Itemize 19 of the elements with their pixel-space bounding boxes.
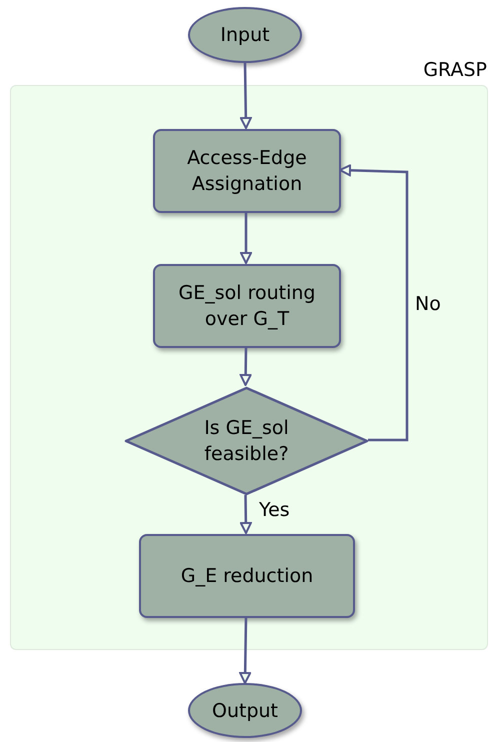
arrow: [239, 616, 252, 684]
node-text: G_E reduction: [180, 564, 314, 589]
arrow: [240, 212, 252, 264]
process-box: [139, 534, 355, 618]
process-box: [153, 264, 341, 348]
node-text: Access-Edge Assignation: [186, 146, 308, 197]
node-text: GE_sol routing over G_T: [178, 281, 316, 332]
arrow: [240, 62, 252, 129]
decision-text: Is GE_sol feasible?: [203, 416, 290, 467]
node-text: Input: [219, 23, 271, 48]
decision-diamond: [124, 386, 369, 496]
process-box: [153, 129, 341, 213]
arrow: [240, 494, 252, 534]
arrow: [339, 164, 408, 442]
arrow: [240, 346, 252, 386]
terminal-ellipse: [188, 7, 302, 63]
terminal-ellipse: [188, 683, 302, 738]
region-heading: GRASP: [423, 58, 487, 83]
node-text: Output: [211, 698, 279, 724]
